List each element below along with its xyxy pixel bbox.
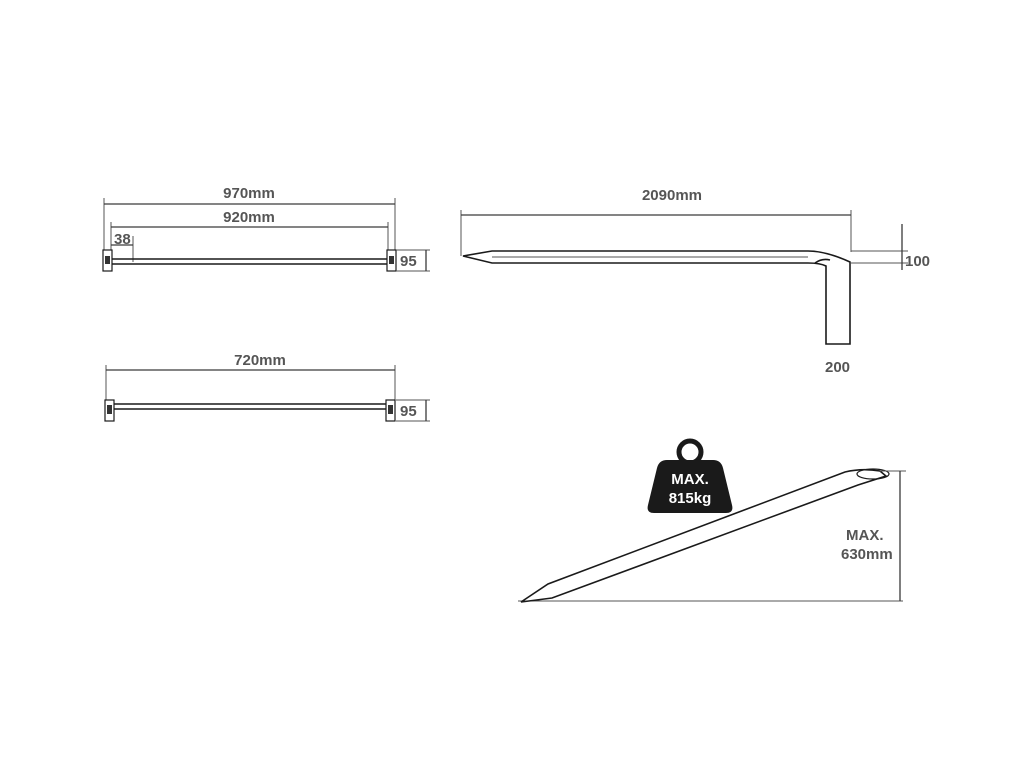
length-label: 2090mm: [642, 187, 702, 204]
weight-icon: MAX. 815kg: [647, 438, 733, 513]
end-height-label: 100: [905, 253, 930, 270]
front-height-label: 95: [400, 253, 417, 270]
ramp-view: MAX. 630mm MAX. 815kg: [518, 438, 906, 603]
front-view: 970mm 920mm 38 95: [102, 185, 430, 272]
max-height-label-line2: 630mm: [841, 546, 893, 563]
max-height-label-line1: MAX.: [846, 527, 884, 544]
hook-depth-label: 200: [825, 359, 850, 376]
rear-height-label: 95: [400, 403, 417, 420]
overall-width-label: 970mm: [223, 185, 275, 202]
inner-width-label: 920mm: [223, 209, 275, 226]
side-view: 2090mm 100 200: [460, 187, 930, 376]
side-ramp-profile: [462, 250, 851, 345]
max-weight-label-line2: 815kg: [669, 490, 712, 507]
rail-width-label: 38: [114, 231, 131, 248]
rear-width-label: 720mm: [234, 352, 286, 369]
rear-view: 720mm 95: [104, 352, 430, 422]
max-weight-label-line1: MAX.: [671, 471, 709, 488]
